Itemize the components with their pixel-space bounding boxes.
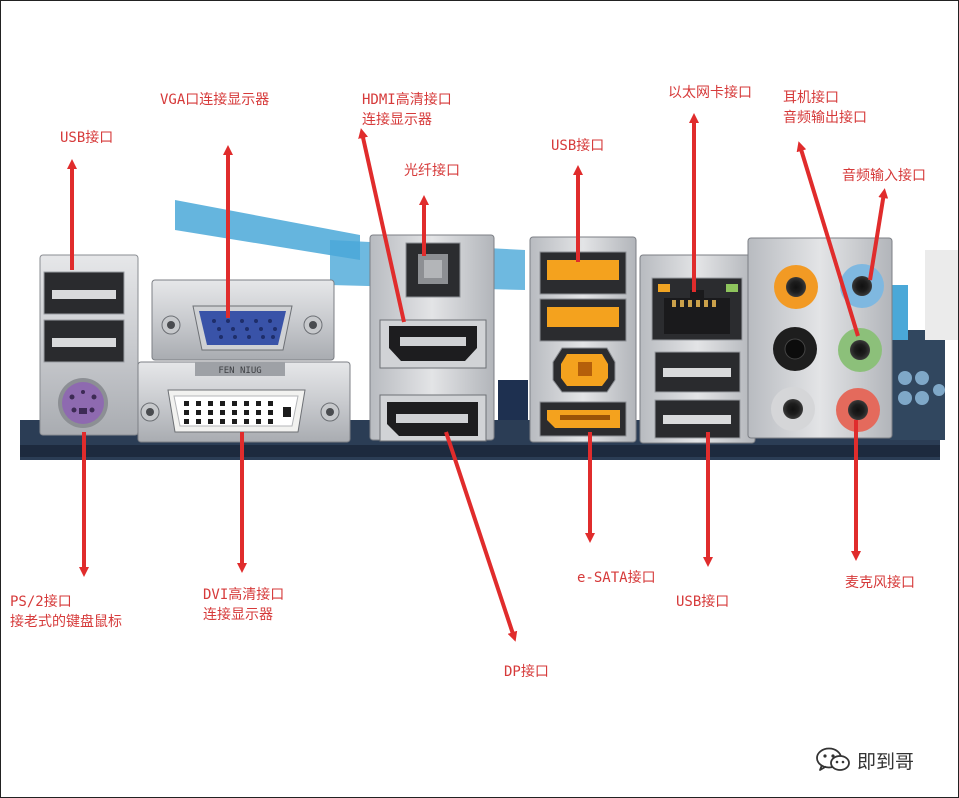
label-usb-left: USB接口 <box>60 130 114 146</box>
label-dp: DP接口 <box>504 664 549 680</box>
vga-dvi-block: FEN NIUG <box>137 279 351 443</box>
wechat-icon <box>816 747 850 771</box>
usb-ps2-stack <box>39 254 139 436</box>
label-hdmi: HDMI高清接口连接显示器 <box>362 92 452 128</box>
watermark-text: 即到哥 <box>857 750 915 773</box>
callout-arrows <box>67 113 889 642</box>
label-dvi: DVI高清接口连接显示器 <box>203 587 285 623</box>
label-ethernet: 以太网卡接口 <box>668 85 752 101</box>
dvi-embossed-text: FEN NIUG <box>218 366 261 376</box>
audio-jack-panel <box>747 237 893 439</box>
label-mic: 麦克风接口 <box>845 575 915 591</box>
label-usb-mid: USB接口 <box>551 138 605 154</box>
watermark: 即到哥 <box>815 745 914 775</box>
label-audio-in: 音频输入接口 <box>842 168 926 184</box>
label-ps2: PS/2接口接老式的键盘鼠标 <box>10 594 122 630</box>
label-optical: 光纤接口 <box>404 163 460 179</box>
arrow-audio-in <box>868 188 889 281</box>
label-usb-bottom: USB接口 <box>676 594 730 610</box>
hdmi-optical-dp-stack <box>369 234 495 442</box>
usb-esata-stack <box>529 236 637 443</box>
label-vga: VGA口连接显示器 <box>160 92 270 108</box>
arrow-headphone <box>796 141 860 337</box>
arrow-hdmi <box>358 128 406 323</box>
arrow-dp <box>444 431 518 642</box>
label-esata: e-SATA接口 <box>577 570 656 586</box>
ethernet-usb-stack <box>639 254 756 444</box>
label-headphone: 耳机接口音频输出接口 <box>783 90 867 126</box>
